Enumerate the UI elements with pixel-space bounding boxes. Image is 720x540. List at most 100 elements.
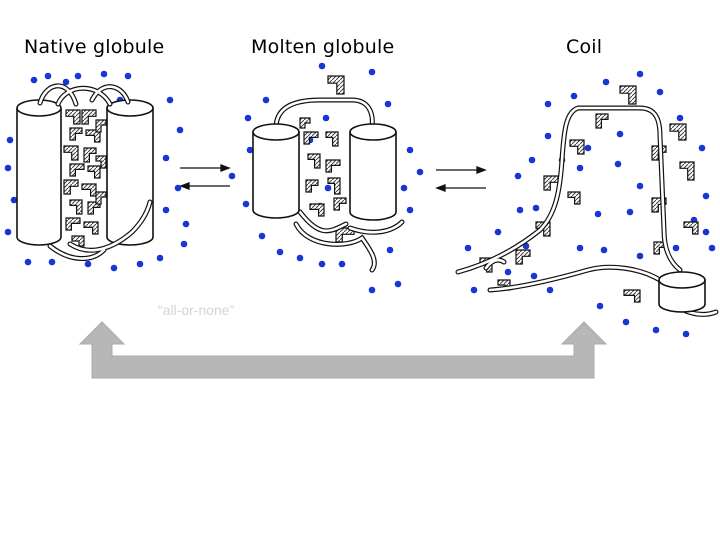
solvent-dot [318, 62, 326, 70]
side-chain [69, 127, 83, 141]
coil-helix-short [658, 271, 706, 313]
solvent-dot [470, 286, 478, 294]
solvent-dot [636, 70, 644, 78]
solvent-dot [516, 206, 524, 214]
side-chain [65, 217, 81, 231]
side-chain [567, 191, 581, 205]
solvent-dot [166, 96, 174, 104]
solvent-dot [176, 126, 184, 134]
solvent-dot [110, 264, 118, 272]
solvent-dot [318, 260, 326, 268]
solvent-dot [504, 268, 512, 276]
side-chain [69, 199, 83, 215]
coil [455, 85, 719, 317]
solvent-dot [614, 160, 622, 168]
solvent-dot [576, 244, 584, 252]
solvent-dot [652, 326, 660, 334]
side-chain [303, 131, 319, 145]
side-chain [679, 161, 695, 181]
molten-globule [252, 75, 405, 273]
side-chain [305, 179, 319, 193]
solvent-dot [400, 184, 408, 192]
solvent-dot [182, 220, 190, 228]
solvent-dot [528, 156, 536, 164]
side-chain [325, 131, 339, 147]
side-chain [83, 147, 97, 163]
solvent-dot [124, 72, 132, 80]
side-chain [63, 145, 79, 161]
solvent-dot [656, 88, 664, 96]
solvent-dot [62, 78, 70, 86]
solvent-dot [698, 144, 706, 152]
solvent-dot [600, 246, 608, 254]
native-side-chains [63, 109, 107, 247]
solvent-dot [246, 146, 254, 154]
solvent-dot [24, 258, 32, 266]
side-chain [327, 177, 341, 195]
solvent-dot [406, 206, 414, 214]
solvent-dot [10, 196, 18, 204]
side-chain [95, 191, 107, 205]
solvent-dot [136, 260, 144, 268]
solvent-dot [258, 232, 266, 240]
solvent-dot [494, 228, 502, 236]
side-chain [81, 109, 97, 125]
molten-globule-title: Molten globule [251, 36, 395, 58]
solvent-dot [530, 272, 538, 280]
side-chain [63, 179, 79, 195]
side-chain [95, 119, 107, 133]
native-globule-title: Native globule [24, 36, 165, 58]
side-chain [69, 163, 85, 177]
solvent-dot [30, 76, 38, 84]
side-chain [309, 203, 325, 217]
side-chain [325, 159, 341, 173]
solvent-dot [416, 168, 424, 176]
solvent-dot [570, 92, 578, 100]
molten-helix-right [349, 123, 397, 221]
solvent-dot [702, 192, 710, 200]
solvent-dot [406, 146, 414, 154]
solvent-dot [180, 240, 188, 248]
side-chain [515, 249, 531, 265]
solvent-dot [4, 164, 12, 172]
solvent-dot [44, 72, 52, 80]
solvent-dot [368, 68, 376, 76]
solvent-dot [48, 258, 56, 266]
solvent-dot [384, 100, 392, 108]
side-chain [543, 175, 559, 191]
solvent-dot [532, 204, 540, 212]
side-chain [87, 165, 101, 179]
solvent-dot [162, 206, 170, 214]
solvent-dot [394, 280, 402, 288]
side-chain [81, 183, 97, 197]
side-chain [333, 197, 347, 211]
molten-helix-left [252, 123, 300, 219]
equilibrium-arrows-right [435, 166, 487, 192]
solvent-dot [276, 248, 284, 256]
solvent-dot [322, 114, 330, 122]
side-chain [95, 155, 107, 169]
solvent-dot [100, 70, 108, 78]
solvent-dot [636, 182, 644, 190]
side-chain [327, 75, 345, 95]
side-chain [299, 117, 311, 129]
native-helix-right [106, 99, 154, 246]
solvent-dot [514, 172, 522, 180]
solvent-dot [708, 244, 716, 252]
solvent-dot [228, 172, 236, 180]
solvent-dot [262, 96, 270, 104]
solvent-dot [702, 228, 710, 236]
solvent-dot [174, 184, 182, 192]
solvent-dot [636, 252, 644, 260]
solvent-dot [672, 244, 680, 252]
solvent-dot [162, 154, 170, 162]
solvent-dot [244, 114, 252, 122]
all-or-none-bracket-arrow [78, 321, 608, 379]
side-chain [683, 221, 699, 235]
solvent-dot [576, 164, 584, 172]
side-chain [669, 123, 687, 141]
molten-side-chains [299, 75, 355, 243]
solvent-dot [602, 78, 610, 86]
equilibrium-arrows-left [179, 164, 231, 190]
